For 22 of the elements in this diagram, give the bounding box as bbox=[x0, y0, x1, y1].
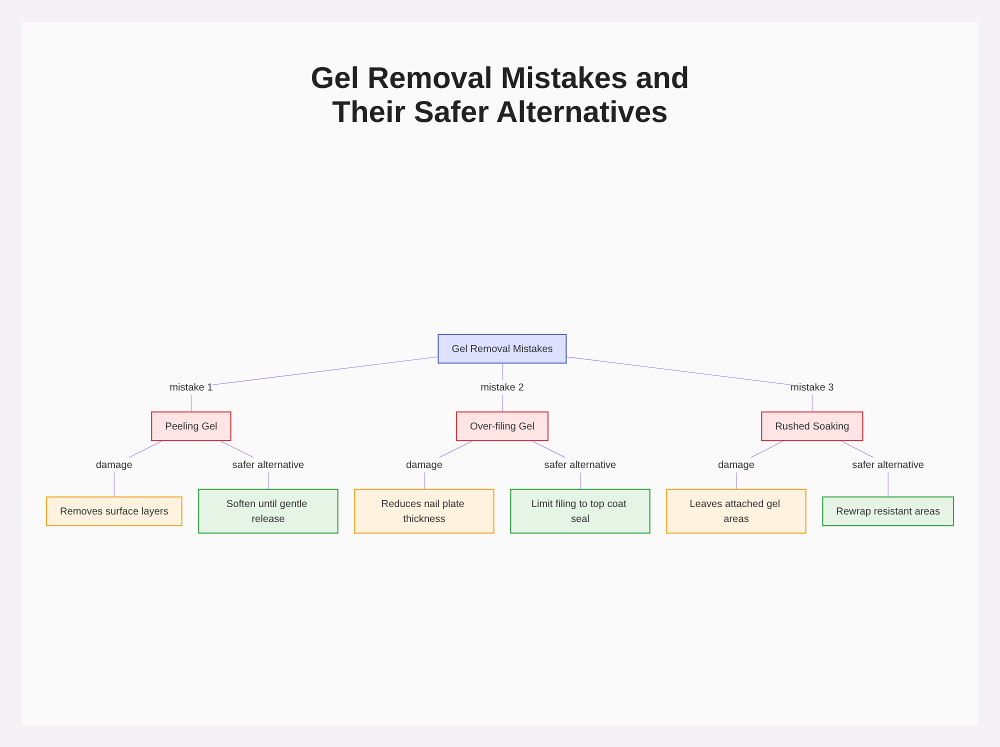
connector bbox=[190, 356, 439, 412]
edge-label: safer alternative bbox=[544, 458, 616, 470]
edge-label: damage bbox=[96, 458, 132, 470]
edge-label: damage bbox=[406, 458, 442, 470]
node-box: Gel Removal Mistakes bbox=[438, 334, 567, 364]
edge-label: safer alternative bbox=[232, 458, 304, 470]
node-box: Rewrap resistant areas bbox=[822, 496, 954, 526]
diagram-title: Gel Removal Mistakes and Their Safer Alternatives bbox=[310, 62, 690, 130]
edge-label: mistake 1 bbox=[170, 381, 213, 393]
connector bbox=[566, 356, 812, 412]
edge-label: safer alternative bbox=[852, 458, 924, 470]
node-box: Removes surface layers bbox=[46, 496, 182, 526]
node-box: Over-filing Gel bbox=[456, 411, 549, 441]
edge-label: mistake 3 bbox=[790, 381, 834, 393]
node-box: Reduces nail plate thickness bbox=[354, 488, 494, 534]
node-box: Peeling Gel bbox=[151, 411, 232, 441]
node-box: Leaves attached gel areas bbox=[666, 488, 806, 534]
edge-label: mistake 2 bbox=[480, 381, 524, 393]
node-box: Rushed Soaking bbox=[761, 411, 864, 441]
node-box: Limit filing to top coat seal bbox=[510, 488, 650, 534]
edge-label: damage bbox=[718, 458, 755, 470]
node-box: Soften until gentle release bbox=[198, 488, 338, 534]
